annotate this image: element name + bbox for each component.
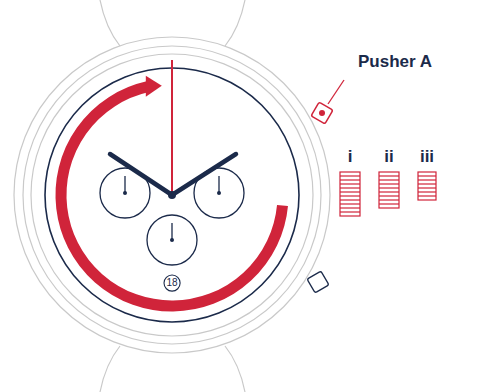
stripe-bar	[418, 172, 436, 200]
subdial-hand	[124, 176, 125, 193]
bezel	[23, 46, 321, 344]
pivot	[217, 191, 221, 195]
bezel-inner	[31, 54, 313, 336]
pivot	[170, 238, 174, 242]
stripe	[340, 187, 360, 188]
stripe	[379, 183, 399, 184]
date-window-circle	[164, 275, 180, 291]
stripe	[340, 203, 360, 204]
stripe	[379, 195, 399, 196]
center-pivot	[168, 191, 176, 199]
pusher-a	[311, 102, 333, 124]
stripe	[379, 199, 399, 200]
hour-hand	[110, 154, 172, 195]
minute-hand	[172, 154, 236, 195]
stripe	[340, 179, 360, 180]
pusher-dot	[319, 110, 325, 116]
stripe	[340, 207, 360, 208]
stripe	[418, 195, 436, 196]
stripe	[379, 203, 399, 204]
stripe	[418, 187, 436, 188]
stripe	[340, 175, 360, 176]
subdial-hand	[218, 176, 219, 193]
leader-line	[328, 80, 344, 104]
bar-numeral: i	[348, 148, 353, 165]
pivot	[123, 191, 127, 195]
stripe	[418, 175, 436, 176]
arc-arrowhead	[146, 76, 162, 97]
subdial	[147, 215, 197, 265]
stripe	[340, 191, 360, 192]
date-number: 18	[163, 278, 181, 288]
bar-numeral: ii	[384, 148, 393, 165]
lug	[225, 346, 245, 392]
pusher-outline	[311, 102, 333, 124]
stripe	[379, 191, 399, 192]
bar-numeral: iii	[420, 148, 434, 165]
case-outline	[14, 37, 330, 353]
stripe-bar	[340, 172, 360, 216]
watch-case	[14, 0, 330, 392]
stripe	[379, 187, 399, 188]
subdial-hand	[171, 223, 172, 240]
stripe	[340, 199, 360, 200]
main-hands	[110, 154, 236, 195]
lug	[225, 0, 245, 46]
stripe	[340, 183, 360, 184]
stripe	[418, 191, 436, 192]
date-window: 18	[163, 274, 181, 292]
seconds-hand	[171, 60, 173, 195]
stripe	[379, 179, 399, 180]
subdial-pivots	[123, 191, 221, 242]
lug	[100, 346, 120, 392]
stripe	[418, 183, 436, 184]
stripe-bar	[379, 172, 399, 208]
press-count-bars	[340, 172, 436, 216]
callout-label: Pusher A	[358, 53, 432, 70]
lug	[100, 0, 120, 46]
stripe	[379, 175, 399, 176]
stripe	[340, 211, 360, 212]
lower-pusher	[307, 271, 329, 293]
stripe	[340, 195, 360, 196]
stripe	[418, 179, 436, 180]
